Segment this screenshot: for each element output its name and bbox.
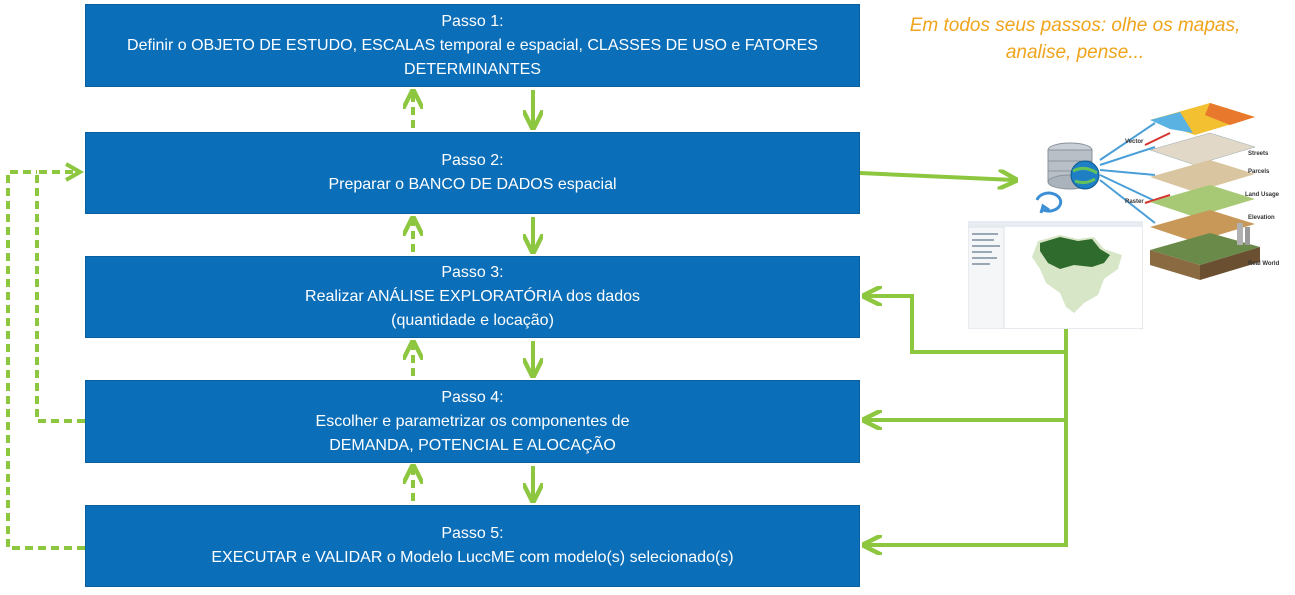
- step-3-box: Passo 3: Realizar ANÁLISE EXPLORATÓRIA d…: [85, 256, 860, 338]
- feedback-loop-head: [65, 162, 85, 182]
- gis-label-parcels: Parcels: [1248, 169, 1270, 175]
- step-4-title: Passo 4:: [441, 388, 504, 406]
- step-5-line1: EXECUTAR e VALIDAR o Modelo LuccME com m…: [211, 549, 734, 566]
- advice-note: Em todos seus passos: olhe os mapas, ana…: [880, 12, 1270, 66]
- step-2-box: Passo 2: Preparar o BANCO DE DADOS espac…: [85, 132, 860, 214]
- step-2-title: Passo 2:: [441, 152, 504, 169]
- gis-layers-illustration: Vector Raster Streets Parcels Land Usage…: [1035, 103, 1280, 280]
- step-1-box: Passo 1: Definir o OBJETO DE ESTUDO, ESC…: [85, 4, 860, 87]
- gis-label-streets: Streets: [1248, 151, 1269, 157]
- advice-note-line1: Em todos seus passos: olhe os mapas,: [909, 15, 1241, 36]
- step-3-title: Passo 3:: [441, 264, 504, 281]
- globe-icon: [1070, 160, 1100, 190]
- step-1-line1: Definir o OBJETO DE ESTUDO, ESCALAS temp…: [127, 36, 818, 54]
- gis-label-raster: Raster: [1125, 199, 1144, 205]
- step-5-box: Passo 5: EXECUTAR e VALIDAR o Modelo Luc…: [85, 505, 860, 587]
- arrow-to-step-5: [866, 420, 1068, 545]
- arrow-to-step-4: [866, 352, 1068, 420]
- step-1-title: Passo 1:: [441, 12, 504, 30]
- map-screenshot-thumbnail: [968, 221, 1143, 329]
- gis-label-vector: Vector: [1125, 139, 1144, 145]
- gis-label-real-world: Real World: [1248, 261, 1280, 267]
- step-2-line1: Preparar o BANCO DE DADOS espacial: [328, 176, 617, 193]
- advice-note-line2: analise, pense...: [1005, 42, 1145, 63]
- step-5-title: Passo 5:: [441, 525, 504, 542]
- step-4-box: Passo 4: Escolher e parametrizar os comp…: [85, 380, 860, 463]
- step-3-line2: (quantidade e locação): [391, 312, 554, 329]
- step-4-line1: Escolher e parametrizar os componentes d…: [315, 412, 630, 430]
- gis-label-land-usage: Land Usage: [1245, 192, 1280, 198]
- feedback-loop-5-2: [6, 170, 85, 550]
- arrow-to-step-3: [866, 296, 1068, 354]
- step-1-line2: DETERMINANTES: [404, 60, 541, 78]
- arrow-to-database: [859, 173, 1014, 180]
- step-3-line1: Realizar ANÁLISE EXPLORATÓRIA dos dados: [305, 288, 640, 305]
- refresh-icon: [1035, 191, 1063, 214]
- gis-label-elevation: Elevation: [1248, 215, 1275, 221]
- step-4-line2: DEMANDA, POTENCIAL E ALOCAÇÃO: [329, 436, 616, 454]
- feedback-loop-4-2: [35, 170, 85, 423]
